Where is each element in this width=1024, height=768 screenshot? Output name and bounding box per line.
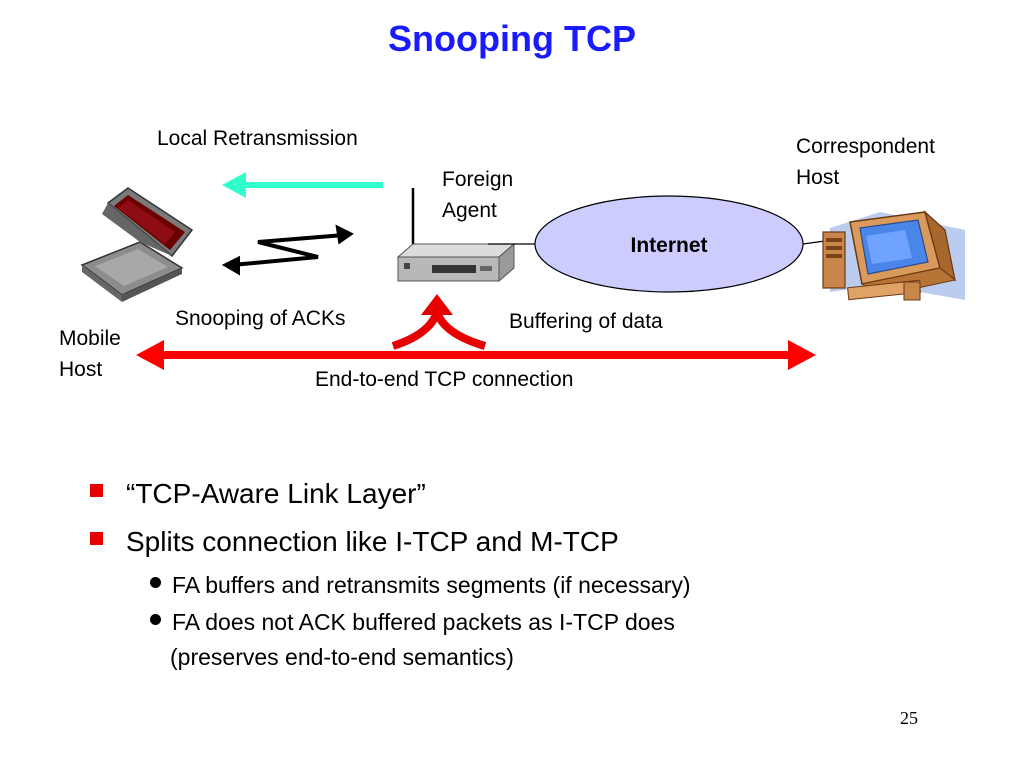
foreign-agent-label-line-1: Foreign bbox=[442, 168, 514, 191]
desktop-computer-icon bbox=[822, 210, 965, 301]
correspondent-host-label-line-1: Correspondent bbox=[796, 135, 935, 158]
sub-bullet-item: FA does not ACK buffered packets as I-TC… bbox=[90, 605, 691, 675]
bullet-square-icon bbox=[90, 484, 103, 497]
foreign-agent-label: Foreign Agent bbox=[442, 164, 513, 226]
mobile-host-label: Mobile Host bbox=[59, 323, 121, 385]
sub-bullet-item: FA buffers and retransmits segments (if … bbox=[90, 568, 691, 603]
bullet-text: Splits connection like I-TCP and M-TCP bbox=[126, 526, 619, 557]
snooping-tcp-diagram: Internet bbox=[80, 172, 965, 370]
wireless-link-icon bbox=[221, 224, 354, 276]
laptop-icon bbox=[80, 187, 194, 302]
bullet-item: “TCP-Aware Link Layer” bbox=[90, 470, 691, 518]
bullet-text: “TCP-Aware Link Layer” bbox=[126, 478, 426, 509]
sub-bullet-text: FA does not ACK buffered packets as I-TC… bbox=[172, 609, 675, 635]
bullet-dot-icon bbox=[150, 614, 161, 625]
snooping-acks-label: Snooping of ACKs bbox=[175, 307, 346, 330]
bullet-dot-icon bbox=[150, 577, 161, 588]
foreign-agent-device-icon bbox=[396, 188, 516, 283]
mobile-host-label-line-2: Host bbox=[59, 358, 103, 381]
buffering-label: Buffering of data bbox=[509, 310, 663, 333]
bullet-item: Splits connection like I-TCP and M-TCP bbox=[90, 518, 691, 566]
end-to-end-label: End-to-end TCP connection bbox=[315, 368, 574, 391]
page-number: 25 bbox=[900, 708, 918, 728]
end-to-end-arrow bbox=[136, 340, 816, 370]
mobile-host-label-line-1: Mobile bbox=[59, 327, 121, 350]
sub-bullet-continuation: (preserves end-to-end semantics) bbox=[170, 644, 514, 670]
correspondent-host-label: Correspondent Host bbox=[796, 131, 935, 193]
local-retransmission-label: Local Retransmission bbox=[157, 127, 358, 150]
foreign-agent-label-line-2: Agent bbox=[442, 199, 497, 222]
snooping-arrow-head bbox=[421, 294, 453, 315]
bullet-list: “TCP-Aware Link Layer” Splits connection… bbox=[90, 470, 691, 675]
slide-title: Snooping TCP bbox=[388, 18, 636, 59]
local-retransmission-arrow bbox=[222, 172, 383, 198]
snooping-arrows bbox=[391, 310, 487, 350]
correspondent-host-label-line-2: Host bbox=[796, 166, 840, 189]
sub-bullet-text: FA buffers and retransmits segments (if … bbox=[172, 572, 691, 598]
bullet-square-icon bbox=[90, 532, 103, 545]
internet-label: Internet bbox=[630, 234, 707, 257]
